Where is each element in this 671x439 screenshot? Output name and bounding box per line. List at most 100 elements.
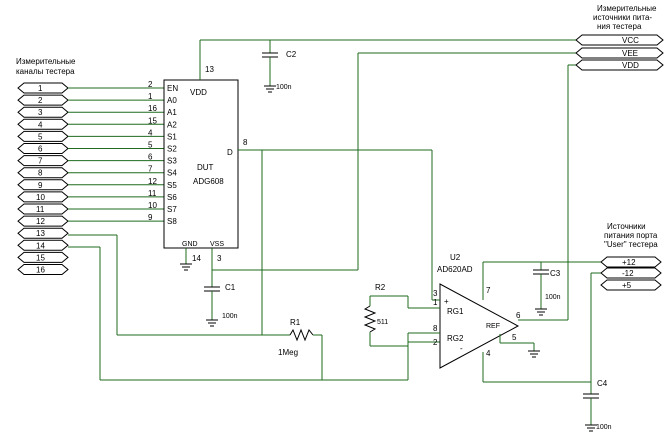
dut-pin-name: S8 (167, 217, 177, 226)
channel-connector-11: 11 (17, 203, 69, 215)
channel-label: 15 (36, 253, 45, 262)
dut-pin-number: 10 (148, 201, 157, 210)
channel-connector-4: 4 (17, 118, 69, 130)
channel-flag-shape (17, 130, 69, 142)
dut-d-label: D (227, 148, 233, 157)
amp-pin-1: 1 (433, 298, 438, 307)
u2-ref: REF (486, 323, 500, 330)
channel-connector-5: 5 (17, 130, 69, 142)
dut-pin-name: A2 (167, 120, 177, 129)
dut-pin-number: 9 (148, 213, 153, 222)
dut-pin-number: 1 (148, 92, 153, 101)
channel-flag-shape (17, 179, 69, 191)
channel-label: 12 (36, 217, 45, 226)
channel-connector-13: 13 (17, 227, 69, 239)
dut-pin-name: S2 (167, 145, 177, 154)
right-mid-title-1: Источники (607, 222, 646, 231)
channel-flag-shape (17, 106, 69, 118)
amp-pin-5: 5 (512, 333, 517, 342)
dut-pin-vss-num: 3 (217, 254, 222, 263)
dut-pin-vdd-num: 13 (205, 65, 214, 74)
channel-flag-shape (17, 118, 69, 130)
channel-label: 4 (38, 120, 43, 129)
channel-label: 2 (38, 96, 43, 105)
dut-pin-number: 16 (148, 104, 157, 113)
dut-pin-name: S6 (167, 193, 177, 202)
amp-pin-4: 4 (486, 349, 491, 358)
dut-pin-name: S7 (167, 205, 177, 214)
amp-pin-3: 3 (433, 289, 438, 298)
dut-pin-number: 6 (148, 153, 153, 162)
c3-value: 100n (545, 294, 561, 301)
power-label: VEE (622, 49, 638, 58)
power-connector-2: +5 (600, 279, 662, 291)
dut-pin-name: S4 (167, 169, 177, 178)
channel-connector-12: 12 (17, 215, 69, 227)
c1-value: 100n (222, 313, 238, 320)
channel-connector-7: 7 (17, 155, 69, 167)
channel-label: 11 (36, 205, 45, 214)
tester-power-connector-1: VEE (575, 47, 664, 59)
channel-label: 6 (38, 145, 43, 154)
u2-label: U2 (450, 253, 461, 262)
power-label: +12 (622, 258, 636, 267)
channel-flag-shape (17, 143, 69, 154)
dut-vss-label: VSS (210, 241, 224, 248)
channel-label: 1 (38, 84, 43, 93)
c3-label: C3 (550, 269, 561, 278)
right-top-title-3: ния тестера (597, 22, 642, 31)
u2-minus: - (460, 344, 463, 353)
dut-part: ADG608 (193, 177, 224, 186)
u2-rg1: RG1 (447, 307, 464, 316)
channel-flag-shape (17, 167, 69, 179)
c2-value: 100n (276, 84, 292, 91)
channel-flag-shape (17, 227, 69, 239)
r1-label: R1 (290, 318, 301, 327)
channel-label: 7 (38, 157, 43, 166)
power-flag-shape (600, 279, 662, 291)
c1-label: C1 (225, 283, 236, 292)
c2-label: C2 (286, 50, 297, 59)
power-flag-shape (575, 34, 664, 46)
power-connector-1: -12 (600, 267, 662, 279)
r2-label: R2 (375, 283, 386, 292)
dut-vdd-label: VDD (190, 88, 207, 97)
u2-plus: + (444, 297, 449, 306)
dut-pin-gnd-num: 14 (192, 254, 201, 263)
channel-connector-8: 8 (17, 167, 69, 179)
right-mid-title-2: питания порта (604, 231, 658, 240)
dut-pin-number: 11 (148, 189, 157, 198)
power-flag-shape (575, 59, 664, 71)
channel-connector-14: 14 (17, 239, 69, 251)
channel-label: 16 (36, 266, 45, 275)
dut-pin-name: S1 (167, 132, 177, 141)
dut-pin-number: 12 (148, 177, 157, 186)
channel-wires (68, 87, 164, 222)
dut-pin-number: 7 (148, 165, 153, 174)
right-top-title-2: источники пита- (593, 13, 652, 22)
channel-connector-15: 15 (17, 251, 69, 263)
dut-pin-name: S5 (167, 181, 177, 190)
channel-flag-shape (17, 239, 69, 251)
channel-label: 3 (38, 108, 43, 117)
power-connector-0: +12 (600, 256, 662, 268)
tester-power-connector-0: VCC (575, 34, 664, 46)
dut-pin-number: 4 (148, 128, 153, 137)
dut-pin-name: A1 (167, 108, 177, 117)
power-label: -12 (622, 269, 634, 278)
amp-pin-8: 8 (433, 324, 438, 333)
channel-flag-shape (17, 94, 69, 106)
channel-connector-1: 1 (17, 82, 69, 94)
c4-label: C4 (597, 379, 608, 388)
channel-label: 9 (38, 181, 43, 190)
power-flag-shape (600, 256, 662, 268)
channel-connector-6: 6 (17, 143, 69, 154)
channel-connector-9: 9 (17, 179, 69, 191)
amp-pin-7: 7 (486, 286, 491, 295)
power-label: +5 (622, 281, 632, 290)
channel-connector-3: 3 (17, 106, 69, 118)
u2-rg2: RG2 (447, 334, 464, 343)
